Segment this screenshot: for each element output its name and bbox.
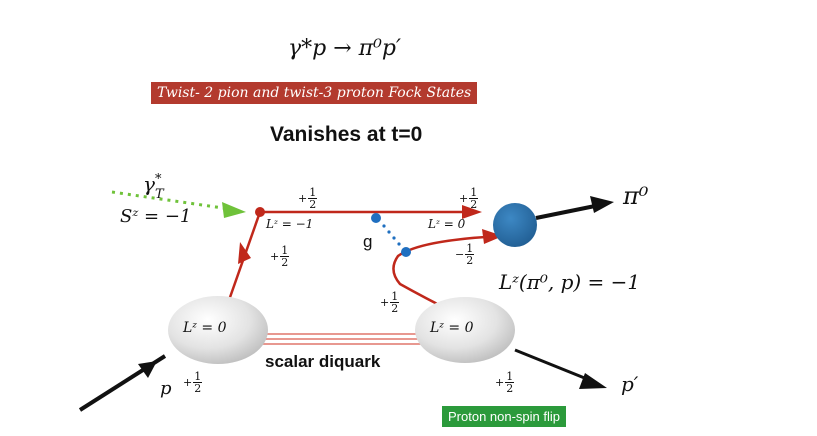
gluon-label: g [363, 232, 373, 251]
twist-banner: Twist- 2 pion and twist-3 proton Fock St… [151, 82, 478, 104]
vanishes-headline: Vanishes at t=0 [270, 123, 423, 146]
outgoing-proton-line [514, 348, 593, 383]
photon-star: * [154, 172, 162, 187]
reaction-equation: γ*p → π⁰p′ [288, 36, 402, 61]
blob-left-label: Lᶻ = 0 [183, 320, 227, 336]
top-quark-arrowhead [462, 205, 482, 219]
proton-out-label: p′ [621, 372, 639, 396]
proton-blob-right [415, 297, 515, 363]
proton-in-label: p [160, 378, 172, 399]
gluon-line [371, 213, 411, 257]
return-quark-line [392, 234, 503, 315]
photon-arrowhead [222, 202, 246, 218]
lz-right-label: Lᶻ = 0 [428, 217, 466, 231]
pion-outgoing-line [535, 203, 601, 220]
diquark-label: scalar diquark [265, 352, 381, 371]
photon-symbol: γ [143, 172, 155, 196]
pion-outgoing-arrowhead [590, 196, 614, 213]
outgoing-proton-arrowhead [579, 373, 607, 389]
vertical-quark-arrowhead [238, 242, 251, 264]
proton-blob-left [168, 296, 268, 364]
orbital-note: Lᶻ(π⁰, p) = −1 [499, 270, 641, 294]
photon-spin: Sᶻ = −1 [120, 206, 192, 227]
diquark-line [260, 333, 438, 345]
return-quark-arrowhead [482, 229, 503, 244]
blob-right-label: Lᶻ = 0 [430, 320, 474, 336]
pion-label: π⁰ [623, 182, 649, 210]
photon-label: γ * T [143, 172, 169, 202]
pion-blob [493, 203, 537, 247]
incoming-proton-arrowhead [138, 361, 157, 378]
non-spin-flip-tag: Proton non-spin flip [442, 406, 567, 427]
photon-vertex-dot [255, 207, 265, 217]
photon-transverse: T [154, 187, 164, 202]
lz-left-label: Lᶻ = −1 [266, 217, 314, 231]
